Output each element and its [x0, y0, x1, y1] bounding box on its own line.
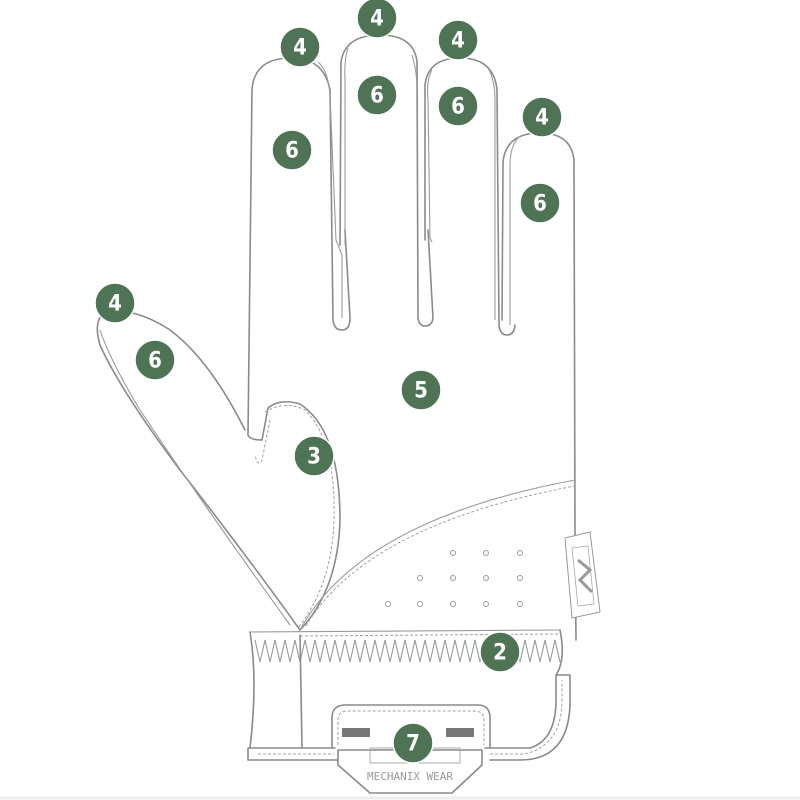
callout-thumb-crotch: 3 [293, 435, 335, 477]
callout-ring-finger: 6 [437, 85, 479, 127]
thumb-outline [96, 309, 341, 631]
callout-marker [279, 26, 321, 68]
ring-finger-outline [424, 57, 516, 336]
callout-marker [134, 339, 176, 381]
callout-number: 2 [493, 641, 507, 666]
callout-number: 5 [414, 379, 428, 404]
callout-number: 6 [370, 84, 384, 109]
callout-marker [519, 182, 561, 224]
middle-finger-outline [339, 34, 434, 327]
thumb-outer-seam [99, 329, 291, 626]
cuff-bottom-band [247, 674, 571, 761]
callout-number: 4 [451, 29, 465, 54]
callout-number: 4 [293, 36, 307, 61]
callout-number: 4 [108, 292, 122, 317]
callout-number: 6 [533, 192, 547, 217]
callout-cuff-stretch: 2 [479, 631, 521, 673]
tab-logo-text: MECHANIX WEAR [367, 770, 453, 783]
callout-number: 7 [406, 732, 420, 757]
index-finger-seam [317, 61, 343, 318]
cuff-band-stitch [258, 680, 563, 755]
callout-marker [271, 129, 313, 171]
callout-marker [437, 85, 479, 127]
ring-finger-seam [426, 67, 496, 320]
palm-patch-stitch [305, 485, 576, 627]
callout-marker [479, 631, 521, 673]
callout-index-fingertip: 4 [279, 26, 321, 68]
side-brand-tag [564, 531, 601, 619]
callout-number: 4 [370, 7, 384, 32]
callout-closure-tab: 7 [392, 722, 434, 764]
callout-number: 3 [307, 445, 321, 470]
callout-palm: 5 [400, 369, 442, 411]
callout-number: 6 [285, 139, 299, 164]
callout-pinky-finger: 6 [519, 182, 561, 224]
callout-marker [356, 74, 398, 116]
callout-number: 6 [148, 349, 162, 374]
callout-middle-finger: 6 [356, 74, 398, 116]
cuff-top-seam [249, 629, 561, 633]
callout-marker [392, 722, 434, 764]
callout-number: 4 [535, 106, 549, 131]
thumb-crotch-stitch [254, 405, 335, 629]
cuff-outline [249, 629, 564, 749]
callout-index-finger: 6 [271, 129, 313, 171]
callout-marker [400, 369, 442, 411]
cuff-stitch [299, 633, 561, 637]
callout-middle-fingertip: 4 [356, 0, 398, 39]
callout-ring-fingertip: 4 [437, 19, 479, 61]
callout-marker [521, 96, 563, 138]
index-finger-outline [247, 57, 351, 436]
palm-patch-seam [299, 479, 576, 631]
vent-holes [385, 550, 523, 607]
callout-thumb: 6 [134, 339, 176, 381]
callout-marker [356, 0, 398, 39]
callout-marker [94, 282, 136, 324]
callout-number: 6 [451, 95, 465, 120]
pinky-finger-seam [509, 135, 521, 325]
closure-tab: MECHANIX WEAR [331, 704, 491, 794]
callout-marker [437, 19, 479, 61]
callout-marker [293, 435, 335, 477]
callout-pinky-fingertip: 4 [521, 96, 563, 138]
middle-finger-seam [344, 47, 418, 245]
callout-thumb-tip: 4 [94, 282, 136, 324]
